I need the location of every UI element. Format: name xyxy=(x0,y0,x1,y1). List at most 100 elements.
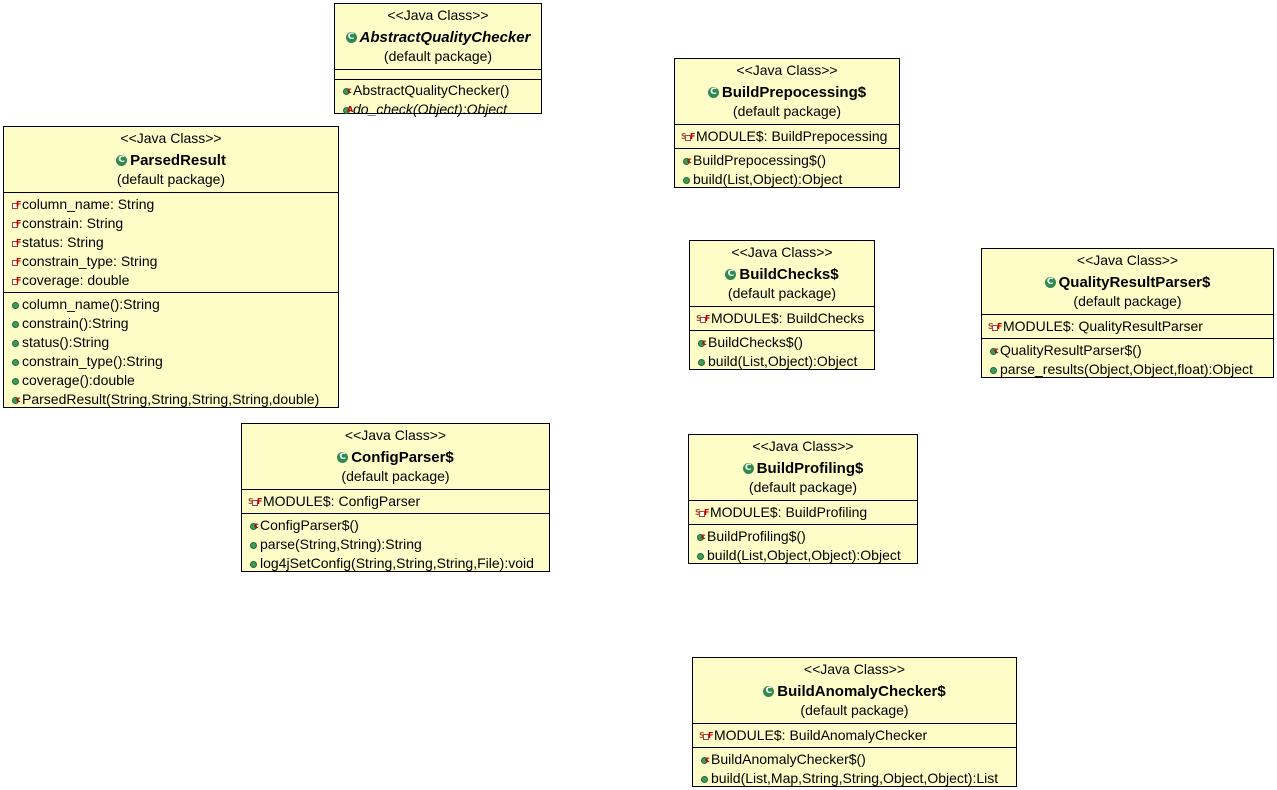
stereotype: <<Java Class>> xyxy=(120,130,222,146)
public-method-icon xyxy=(681,174,692,185)
constructor-icon: c xyxy=(696,337,707,348)
class-name: BuildProfiling$ xyxy=(756,460,864,477)
attributes-section xyxy=(335,69,541,79)
operation-row[interactable]: status():String xyxy=(10,333,334,352)
public-method-icon xyxy=(10,299,21,310)
operation-row[interactable]: coverage():double xyxy=(10,371,334,390)
stereotype: <<Java Class>> xyxy=(344,427,447,443)
operation-row[interactable]: build(List,Object):Object xyxy=(681,170,895,189)
private-final-field-icon: F xyxy=(10,256,21,267)
class-icon: C xyxy=(742,463,754,474)
public-method-icon xyxy=(699,773,710,784)
operation-row[interactable]: log4jSetConfig(String,String,String,File… xyxy=(248,554,545,573)
package-label: (default package) xyxy=(383,48,493,64)
private-final-field-icon: F xyxy=(10,199,21,210)
private-final-field-icon: F xyxy=(10,237,21,248)
stereotype: <<Java Class>> xyxy=(736,62,838,78)
operation-row[interactable]: build(List,Object):Object xyxy=(696,352,870,371)
stereotype: <<Java Class>> xyxy=(803,661,906,677)
package-label: (default package) xyxy=(116,171,226,187)
package-label: (default package) xyxy=(341,468,450,484)
constructor-icon: c xyxy=(699,754,710,765)
public-method-icon xyxy=(10,318,21,329)
constructor-icon: c xyxy=(10,394,21,405)
public-method-icon xyxy=(695,550,706,561)
class-icon: C xyxy=(116,155,128,166)
class-name: BuildAnomalyChecker$ xyxy=(777,683,946,700)
constructor-icon: c xyxy=(341,85,352,96)
private-final-field-icon: F xyxy=(10,275,21,286)
package-label: (default package) xyxy=(800,702,909,718)
operation-row[interactable]: parse_results(Object,Object,float):Objec… xyxy=(988,360,1269,379)
package-label: (default package) xyxy=(732,103,842,119)
private-final-field-icon: F xyxy=(10,218,21,229)
operation-row[interactable]: constrain():String xyxy=(10,314,334,333)
class-icon: C xyxy=(337,452,349,463)
abstract-method-icon: A xyxy=(341,104,353,115)
public-method-icon xyxy=(248,539,259,550)
class-name: QualityResultParser$ xyxy=(1058,274,1211,291)
operation-row[interactable]: constrain_type():String xyxy=(10,352,334,371)
class-icon: C xyxy=(725,269,737,280)
abstract-class-icon: C xyxy=(345,32,357,43)
operation-row[interactable]: parse(String,String):String xyxy=(248,535,545,554)
class-name: ConfigParser$ xyxy=(351,449,454,466)
public-method-icon xyxy=(988,364,999,375)
operation-row[interactable]: column_name():String xyxy=(10,295,334,314)
stereotype: <<Java Class>> xyxy=(387,7,489,23)
operation-row[interactable]: build(List,Object,Object):Object xyxy=(695,546,913,565)
class-icon: C xyxy=(763,686,775,697)
public-method-icon xyxy=(248,558,259,569)
class-name: BuildChecks$ xyxy=(739,266,839,283)
stereotype: <<Java Class>> xyxy=(1076,252,1179,268)
public-method-icon xyxy=(696,356,707,367)
operation-row[interactable]: build(List,Map,String,String,Object,Obje… xyxy=(699,769,1012,788)
operations-section: column_name():String constrain():String … xyxy=(4,292,338,411)
constructor-icon: c xyxy=(248,520,259,531)
